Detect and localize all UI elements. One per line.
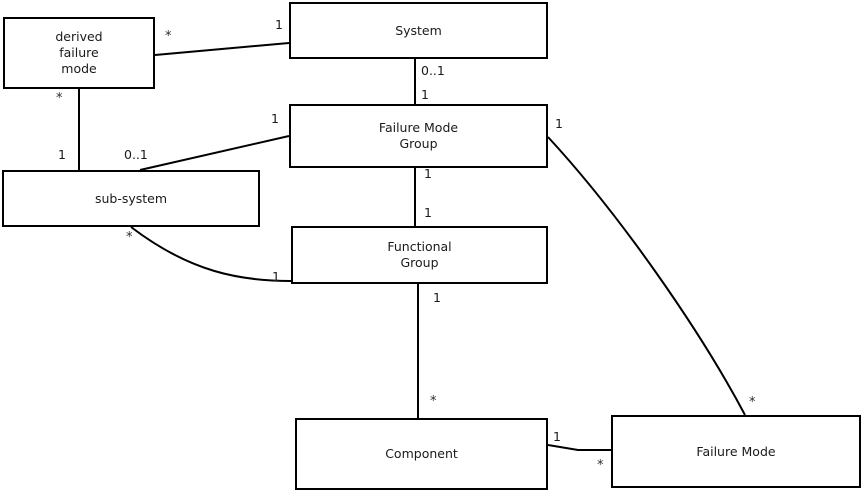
multiplicity-label-mult-fg-to-fmg-one: 1	[424, 205, 432, 220]
class-box-failure-mode[interactable]: Failure Mode	[611, 415, 861, 488]
multiplicity-label-mult-subsystem-to-dfm-one: 1	[58, 147, 66, 162]
multiplicity-label-mult-system-to-dfm-one: 1	[275, 17, 283, 32]
class-name-system: System	[395, 22, 442, 38]
class-box-derived-failure-mode[interactable]: derived failure mode	[3, 17, 155, 89]
multiplicity-label-mult-subsystem-to-fmg-zero-one: 0..1	[124, 147, 148, 162]
association-failure-mode-group--failure-mode[interactable]	[547, 136, 746, 416]
class-name-failure-mode: Failure Mode	[696, 443, 776, 459]
association-sub-system--functional-group[interactable]	[130, 226, 292, 282]
class-name-sub-system: sub-system	[94, 190, 168, 206]
multiplicity-label-mult-component-to-fm-one: 1	[553, 429, 561, 444]
class-name-component: Component	[385, 446, 458, 461]
multiplicity-label-mult-fmg-to-system-one: 1	[421, 87, 429, 102]
multiplicity-label-mult-component-to-fg-star: *	[430, 394, 437, 409]
multiplicity-label-mult-fm-to-component-star: *	[597, 458, 604, 473]
association-derived-failure-mode--system[interactable]	[154, 42, 290, 56]
multiplicity-label-mult-subsystem-to-fg-star: *	[126, 230, 133, 245]
class-name-failure-mode-group: Failure Mode Group	[378, 120, 459, 151]
class-name-derived-failure-mode: derived failure mode	[55, 29, 103, 76]
class-box-functional-group[interactable]: Functional Group	[291, 226, 548, 284]
multiplicity-label-mult-fmg-to-fg-one: 1	[424, 166, 432, 181]
association-sub-system--failure-mode-group[interactable]	[139, 135, 290, 171]
multiplicity-label-mult-fm-to-fmg-star: *	[749, 395, 756, 410]
class-name-functional-group: Functional Group	[387, 239, 452, 270]
multiplicity-label-mult-dfm-to-subsystem-star: *	[56, 91, 63, 106]
class-box-component[interactable]: Component	[295, 418, 548, 490]
multiplicity-label-mult-dfm-to-system-star: *	[165, 29, 172, 44]
multiplicity-label-mult-fg-to-subsystem-one: 1	[272, 269, 280, 284]
association-component--failure-mode[interactable]	[547, 444, 611, 451]
multiplicity-label-mult-fg-to-component-one: 1	[433, 290, 441, 305]
multiplicity-label-mult-system-to-fmg-zero-one: 0..1	[421, 63, 445, 78]
class-box-sub-system[interactable]: sub-system	[2, 170, 260, 227]
multiplicity-label-mult-fmg-to-subsystem-one: 1	[271, 111, 279, 126]
class-box-system[interactable]: System	[289, 2, 548, 59]
class-box-failure-mode-group[interactable]: Failure Mode Group	[289, 104, 548, 168]
multiplicity-label-mult-fmg-to-fm-one: 1	[555, 116, 563, 131]
